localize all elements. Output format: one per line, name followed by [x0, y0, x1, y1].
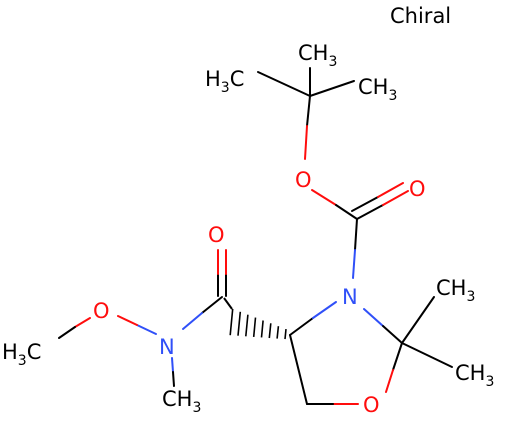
- amide-carbonyl-oxygen-label: O: [208, 223, 225, 247]
- stereo-hash-bond: [229, 308, 287, 340]
- bond-ester-o-c: [335, 204, 358, 220]
- bond-tbu-right: [309, 80, 355, 97]
- bond-boc-co-a-red: [382, 190, 409, 206]
- bond-boc-c-n-blue: [352, 249, 356, 279]
- bond-ester-o-c-red: [311, 189, 337, 206]
- bond-n-me: [172, 371, 175, 387]
- bond-tbu-ester-o: [306, 95, 311, 127]
- bond-boc-co-b: [351, 196, 379, 212]
- methoxy-methyl-label: H3C: [2, 340, 41, 369]
- bond-amide-c-n: [201, 296, 223, 314]
- bond-c4-n: [289, 317, 314, 336]
- bond-n-o-blue: [136, 324, 157, 335]
- bond-boc-co-a: [356, 204, 384, 220]
- bond-c5-c4: [289, 334, 308, 405]
- bond-tbu-left: [257, 71, 311, 97]
- bond-o-me: [58, 326, 76, 339]
- boc-carbonyl-oxygen-label: O: [409, 177, 426, 201]
- bond-c2-ring-o: [392, 342, 403, 371]
- amide-nitrogen-label: N: [159, 335, 175, 359]
- bond-n-c2: [382, 325, 403, 344]
- methoxy-oxygen-label: O: [93, 299, 110, 323]
- tbu-methyl-left-label: H3C: [205, 67, 244, 96]
- tbu-methyl-top-label: CH3: [298, 41, 337, 70]
- bond-n-me-blue: [171, 357, 174, 373]
- bond-c2-me-upper: [401, 296, 435, 344]
- ester-oxygen-label: O: [295, 168, 312, 192]
- gem-methyl-upper-label: CH3: [436, 276, 475, 305]
- bond-boc-co-b-red: [377, 182, 404, 198]
- bond-o-me-red: [74, 317, 91, 328]
- bond-amide-c-n-blue: [182, 312, 203, 330]
- tbu-methyl-right-label: CH3: [358, 75, 397, 104]
- n-methyl-label: CH3: [162, 387, 201, 416]
- bond-boc-c-n: [354, 218, 358, 251]
- bond-c4-n-blue: [312, 301, 337, 319]
- ring-oxygen-label: O: [363, 393, 380, 417]
- chiral-flag: Chiral: [390, 4, 451, 28]
- ring-nitrogen-label: N: [342, 285, 358, 309]
- bond-tbu-ester-o-red: [304, 125, 308, 160]
- bond-c2-ring-o-red: [385, 369, 394, 393]
- bond-c2-me-lower: [401, 342, 453, 368]
- bond-n-o-red: [117, 315, 138, 326]
- bond-hash-end: [223, 297, 233, 310]
- gem-methyl-lower-label: CH3: [455, 361, 494, 390]
- bond-n-c2-blue: [363, 308, 384, 327]
